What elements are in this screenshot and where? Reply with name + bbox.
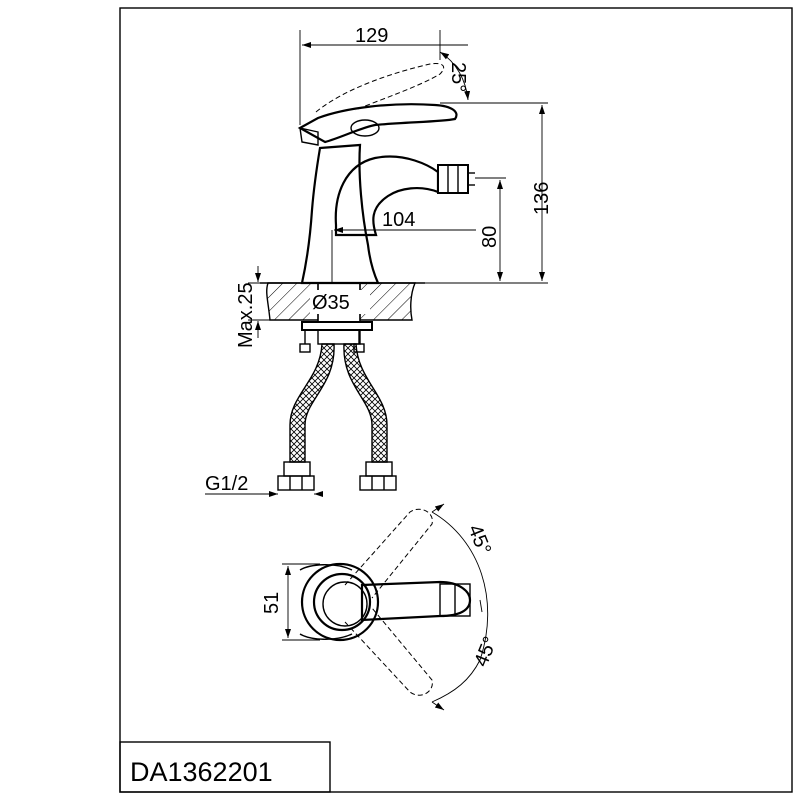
faucet-side-view — [297, 63, 475, 325]
dimension-lever-angle: 25° — [439, 51, 471, 101]
dim-total-height: 136 — [531, 182, 553, 215]
faucet-top-view — [299, 508, 489, 703]
dimension-overall-length: 129 — [299, 25, 468, 125]
dim-thread: G1/2 — [205, 473, 248, 495]
dim-max-deck: Max.25 — [235, 282, 257, 348]
dim-body-width: 51 — [261, 592, 283, 614]
dimension-body-width: 51 — [261, 563, 320, 641]
dim-spout-reach: 104 — [382, 209, 415, 231]
drawing-frame — [119, 7, 793, 793]
flexible-hoses — [277, 343, 397, 491]
dim-swivel-top: 45° — [463, 522, 495, 558]
dimension-hole-diameter: Ø35 — [310, 290, 370, 314]
dim-overall-length: 129 — [355, 25, 388, 47]
dim-swivel-bottom: 45° — [470, 634, 502, 670]
dim-hole-diameter: Ø35 — [312, 292, 350, 314]
dimension-thread: G1/2 — [205, 473, 323, 497]
dimension-spout-reach: 104 — [331, 209, 476, 283]
dimension-total-height: 136 — [415, 102, 553, 284]
mounting-deck — [260, 282, 425, 321]
dim-lever-angle: 25° — [447, 62, 469, 92]
product-code: DA1362201 — [130, 757, 273, 787]
title-block — [119, 741, 331, 793]
dimension-spout-height: 80 — [475, 177, 506, 281]
dimension-max-deck: Max.25 — [235, 266, 270, 348]
dim-spout-height: 80 — [479, 226, 501, 248]
mounting-nut — [299, 321, 373, 353]
